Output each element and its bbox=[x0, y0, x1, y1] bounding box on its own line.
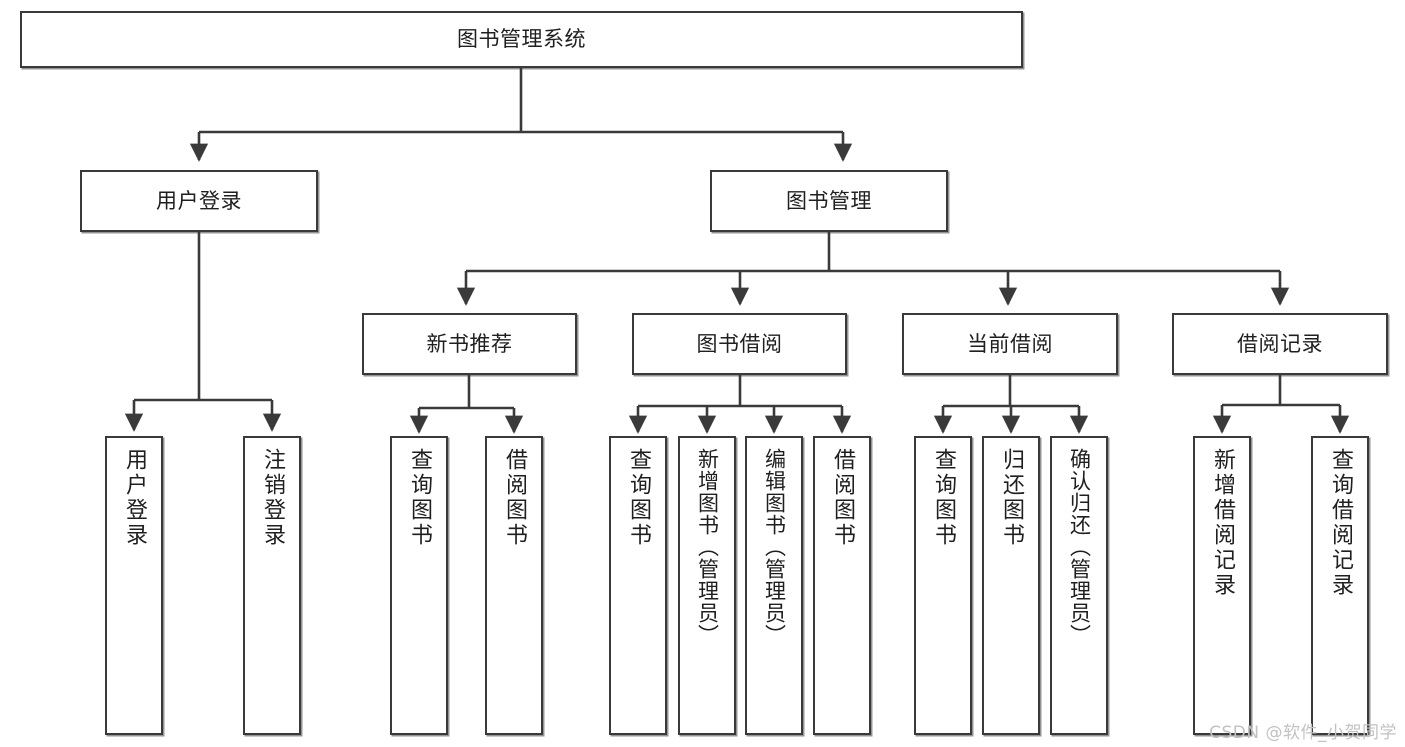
node-label: 查询借阅记录 bbox=[1328, 448, 1353, 598]
leaf-query-book-new[interactable]: 查询图书 bbox=[390, 436, 448, 735]
node-label: 借阅图书 bbox=[830, 448, 855, 548]
node-user-login[interactable]: 用户登录 bbox=[80, 170, 318, 232]
node-new-book-recommendation[interactable]: 新书推荐 bbox=[362, 313, 577, 375]
leaf-borrow-book[interactable]: 借阅图书 bbox=[813, 436, 871, 735]
leaf-add-borrow-record[interactable]: 新增借阅记录 bbox=[1193, 436, 1251, 735]
leaf-confirm-return-admin[interactable]: 确认归还（管理员） bbox=[1050, 436, 1108, 735]
leaf-user-login[interactable]: 用户登录 bbox=[105, 436, 163, 735]
node-current-borrowing[interactable]: 当前借阅 bbox=[902, 313, 1118, 375]
csdn-watermark: CSDN @软件_小贺同学 bbox=[1209, 723, 1397, 743]
node-label: 查询图书 bbox=[407, 448, 432, 548]
node-label: 新增借阅记录 bbox=[1210, 448, 1235, 598]
node-label: 图书管理 bbox=[786, 188, 872, 213]
node-book-borrowing[interactable]: 图书借阅 bbox=[632, 313, 847, 375]
node-label: 查询图书 bbox=[626, 448, 651, 548]
leaf-return-book[interactable]: 归还图书 bbox=[982, 436, 1040, 735]
leaf-query-book-current[interactable]: 查询图书 bbox=[914, 436, 972, 735]
node-label: 新增图书（管理员） bbox=[695, 448, 720, 646]
leaf-borrow-book-new[interactable]: 借阅图书 bbox=[485, 436, 543, 735]
node-label: 查询图书 bbox=[931, 448, 956, 548]
node-book-management[interactable]: 图书管理 bbox=[710, 170, 948, 232]
node-label: 用户登录 bbox=[122, 448, 147, 548]
node-label: 编辑图书（管理员） bbox=[762, 448, 787, 646]
leaf-logout[interactable]: 注销登录 bbox=[243, 436, 301, 735]
node-borrow-records[interactable]: 借阅记录 bbox=[1172, 313, 1388, 375]
leaf-edit-book-admin[interactable]: 编辑图书（管理员） bbox=[745, 436, 803, 735]
node-label: 当前借阅 bbox=[967, 331, 1053, 356]
node-root-book-management-system[interactable]: 图书管理系统 bbox=[20, 11, 1023, 68]
node-label: 图书借阅 bbox=[696, 331, 783, 356]
node-label: 借阅记录 bbox=[1237, 331, 1323, 356]
node-label: 用户登录 bbox=[156, 188, 242, 213]
node-label: 借阅图书 bbox=[502, 448, 527, 548]
node-label: 新书推荐 bbox=[426, 331, 513, 356]
leaf-query-book-borrow[interactable]: 查询图书 bbox=[609, 436, 667, 735]
node-label: 图书管理系统 bbox=[457, 27, 586, 52]
leaf-add-book-admin[interactable]: 新增图书（管理员） bbox=[678, 436, 736, 735]
leaf-query-borrow-record[interactable]: 查询借阅记录 bbox=[1311, 436, 1369, 735]
node-label: 归还图书 bbox=[999, 448, 1024, 548]
node-label: 注销登录 bbox=[260, 448, 285, 548]
node-label: 确认归还（管理员） bbox=[1067, 448, 1092, 646]
